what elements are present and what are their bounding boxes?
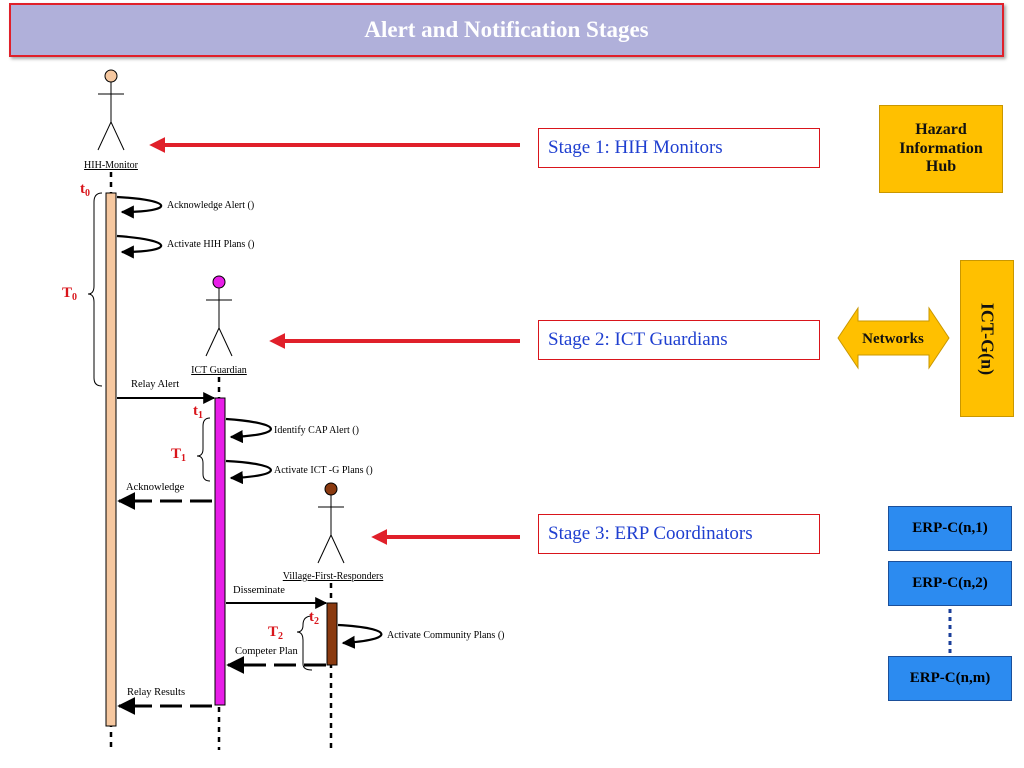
ict-guardian-label: ICT Guardian [191, 365, 247, 376]
networks-double-arrow [837, 306, 950, 370]
page-title: Alert and Notification Stages [364, 17, 649, 42]
relay-results-label: Relay Results [127, 687, 185, 698]
ict-actor-head [212, 275, 226, 289]
erp2-label: ERP-C(n,2) [912, 575, 988, 591]
village-responders-label: Village-First-Responders [283, 571, 384, 582]
stage3-label: Stage 3: ERP Coordinators [548, 523, 753, 544]
T1-mark: T1 [171, 446, 186, 464]
stage3-box: Stage 3: ERP Coordinators [538, 514, 820, 554]
activate-ict-loop [225, 459, 272, 485]
village-activation-bar [326, 602, 338, 666]
T1-brace [196, 417, 211, 482]
identify-cap-loop [225, 417, 272, 444]
T0-mark: T0 [62, 285, 77, 303]
title-bar: Alert and Notification Stages [9, 3, 1004, 57]
acknowledge-alert-label: Acknowledge Alert () [167, 200, 254, 211]
relay-alert-label: Relay Alert [131, 379, 179, 390]
hih-monitor-label: HIH-Monitor [84, 160, 139, 171]
activate-community-loop [337, 623, 383, 649]
identify-cap-label: Identify CAP Alert () [274, 425, 359, 436]
ict-g-box: ICT-G(n) [960, 260, 1014, 417]
village-responders-actor [317, 482, 345, 564]
hih-activation-bar [105, 192, 117, 727]
ict-g-label: ICT-G(n) [977, 302, 998, 375]
stage2-box: Stage 2: ICT Guardians [538, 320, 820, 360]
T0-brace [87, 192, 103, 387]
T2-mark: T2 [268, 624, 283, 642]
ict-guardian-actor [205, 275, 233, 357]
t0-mark: t0 [80, 181, 90, 199]
hub-label: Hazard Information Hub [899, 121, 983, 176]
activate-hih-label: Activate HIH Plans () [167, 239, 254, 250]
activate-ict-label: Activate ICT -G Plans () [274, 465, 373, 476]
erp-c-n2-box: ERP-C(n,2) [888, 561, 1012, 606]
erp-c-n1-box: ERP-C(n,1) [888, 506, 1012, 551]
T2-brace [296, 615, 313, 671]
erpm-label: ERP-C(n,m) [909, 670, 991, 686]
t2-mark: t2 [309, 609, 319, 627]
t1-mark: t1 [193, 403, 203, 421]
disseminate-label: Disseminate [233, 585, 285, 596]
hih-monitor-actor [97, 69, 125, 151]
activate-community-label: Activate Community Plans () [387, 630, 505, 641]
erp1-label: ERP-C(n,1) [912, 520, 988, 536]
stage1-label: Stage 1: HIH Monitors [548, 137, 723, 158]
ict-activation-bar [214, 397, 226, 706]
acknowledge-label: Acknowledge [126, 482, 185, 493]
stage2-label: Stage 2: ICT Guardians [548, 329, 728, 350]
erp-c-nm-box: ERP-C(n,m) [888, 656, 1012, 701]
activate-hih-loop [116, 234, 163, 259]
acknowledge-alert-loop [116, 195, 163, 219]
hazard-information-hub-box: Hazard Information Hub [879, 105, 1003, 193]
hih-actor-head [104, 69, 118, 83]
networks-label: Networks [862, 331, 924, 347]
competer-plan-label: Competer Plan [235, 646, 298, 657]
stage1-box: Stage 1: HIH Monitors [538, 128, 820, 168]
village-actor-head [324, 482, 338, 496]
